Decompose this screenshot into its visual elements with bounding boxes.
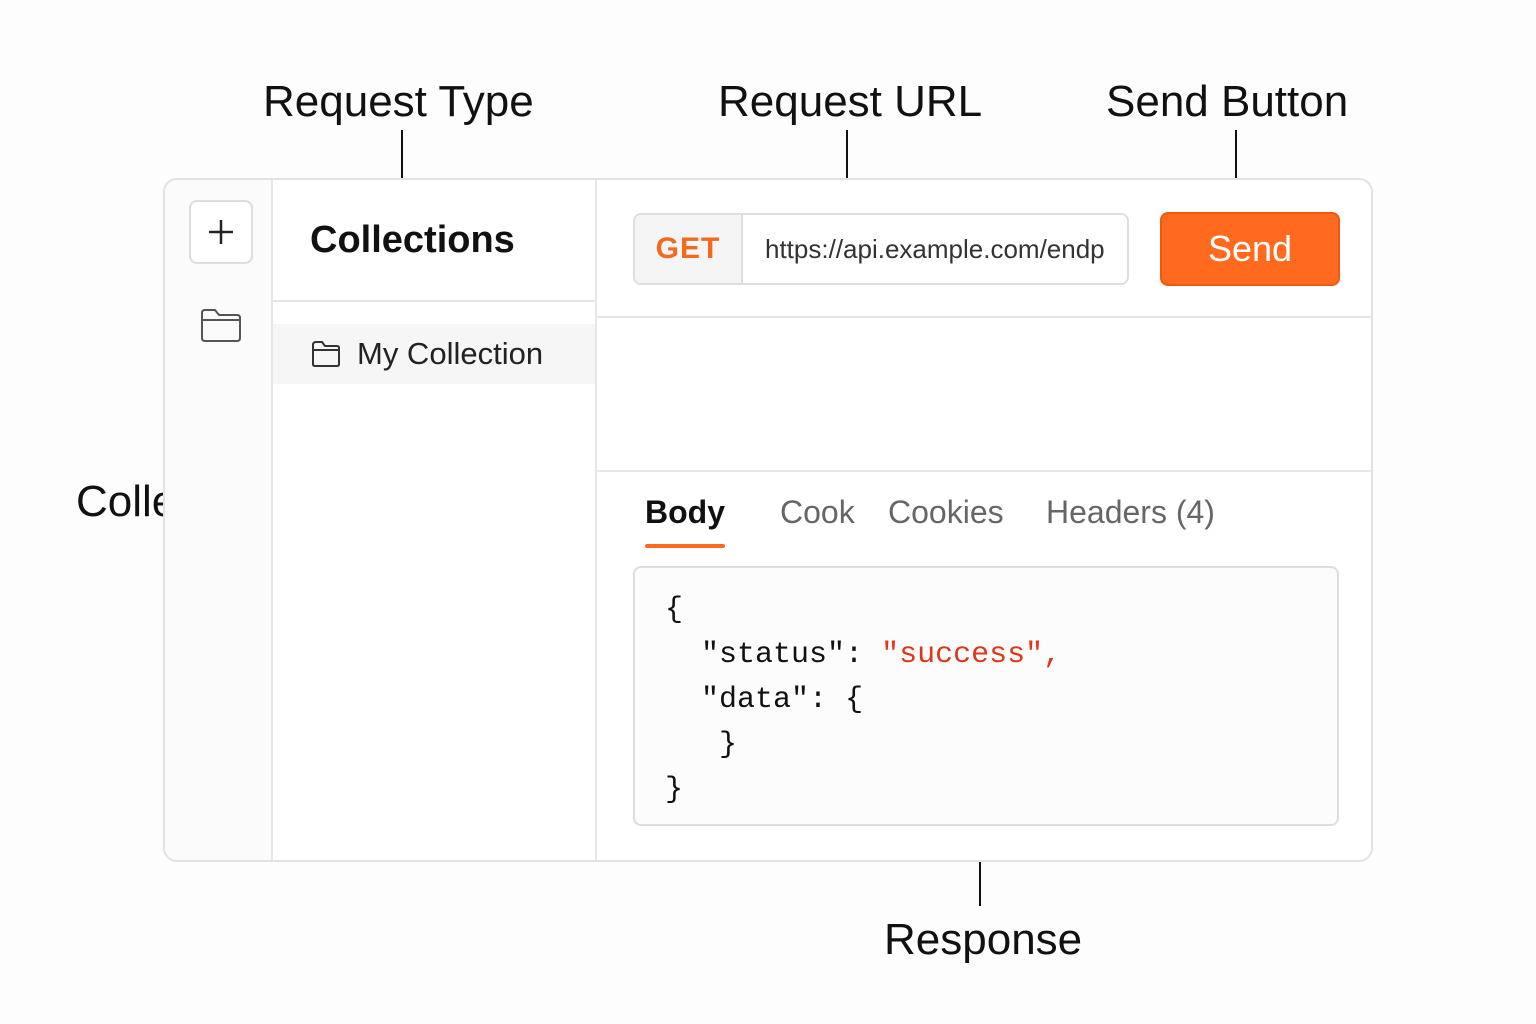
response-body: { "status": "success", "data": { } } [633,566,1339,826]
tab-headers[interactable]: Headers (4) [1046,494,1215,530]
tab-cookies[interactable]: Cookies [888,494,1004,530]
leader-request-url [846,130,848,208]
request-pane: GET Send Body Cook Cookies Headers (4) [597,180,1371,860]
folder-icon [312,341,340,367]
url-group: GET [633,213,1129,285]
method-select[interactable]: GET [635,215,743,283]
sidebar-title: Collections [310,218,515,261]
icon-rail [165,180,273,860]
callout-request-url: Request URL [718,77,983,126]
code-line: } [665,773,684,807]
sidebar-header: Collections [273,180,595,302]
code-line: { [665,593,684,627]
url-input[interactable] [743,215,1127,283]
leader-send-button [1235,130,1237,208]
collection-item[interactable]: My Collection [273,324,595,384]
callout-response: Response [884,915,1083,964]
code-line: "status": "success", [701,638,1062,672]
collection-item-label: My Collection [357,336,544,371]
send-button[interactable]: Send [1160,212,1340,286]
active-tab-indicator [645,544,725,548]
folder-icon [201,309,241,342]
plus-icon [209,220,233,244]
tab-body[interactable]: Body [645,494,725,530]
leader-request-type [401,130,403,208]
request-bar: GET Send [597,180,1371,318]
code-line: "data": { [701,683,864,717]
callout-send-button: Send Button [1106,77,1349,126]
code-line: } [719,728,738,762]
collections-nav-button[interactable] [199,306,243,344]
collections-sidebar: Collections My Collection [273,180,597,860]
response-tabs: Body Cook Cookies Headers (4) [597,472,1371,562]
request-params-area [597,318,1371,472]
leader-response [979,840,981,906]
callout-request-type: Request Type [263,77,534,126]
tab-cook[interactable]: Cook [780,494,855,530]
app-window: Collections My Collection GET Send [163,178,1373,862]
new-button[interactable] [189,200,253,264]
